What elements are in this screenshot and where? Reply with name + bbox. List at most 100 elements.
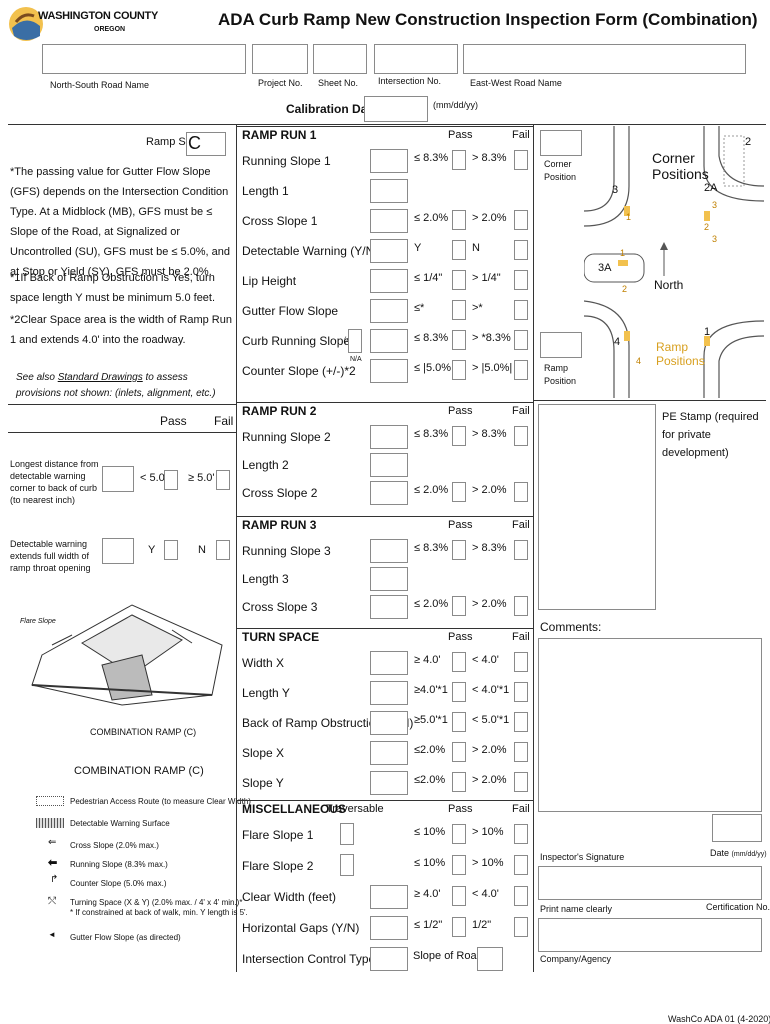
- pass-checkbox[interactable]: [452, 772, 466, 792]
- fail-checkbox[interactable]: [514, 270, 528, 290]
- pass-checkbox[interactable]: [452, 240, 466, 260]
- fail-checkbox[interactable]: [514, 150, 528, 170]
- arrow-bold-left-icon: ⬅: [48, 857, 58, 869]
- print-name-input[interactable]: [538, 918, 762, 952]
- measurement-input[interactable]: [370, 916, 408, 940]
- row-label: Cross Slope 3: [242, 600, 318, 614]
- pass-checkbox[interactable]: [452, 652, 466, 672]
- measurement-input[interactable]: [370, 269, 408, 293]
- pass-criteria: ≤ 2.0%: [414, 484, 449, 496]
- ns-road-input[interactable]: [42, 44, 246, 74]
- measurement-input[interactable]: [370, 329, 408, 353]
- date-input[interactable]: [712, 814, 762, 842]
- fail-checkbox[interactable]: [514, 886, 528, 906]
- measurement-input[interactable]: [370, 149, 408, 173]
- measurement-input[interactable]: [370, 539, 408, 563]
- pass-checkbox[interactable]: [452, 270, 466, 290]
- measurement-input[interactable]: [370, 771, 408, 795]
- pass-checkbox[interactable]: [452, 150, 466, 170]
- measurement-input[interactable]: [340, 823, 354, 845]
- pe-stamp-area[interactable]: [538, 404, 656, 610]
- legend-item: Running Slope (8.3% max.): [70, 860, 168, 869]
- row-label: Running Slope 2: [242, 430, 331, 444]
- dw-full-width-pass-checkbox[interactable]: [164, 540, 178, 560]
- pass-checkbox[interactable]: [452, 712, 466, 732]
- pass-checkbox[interactable]: [452, 596, 466, 616]
- measurement-input[interactable]: [370, 481, 408, 505]
- measurement-input[interactable]: [370, 453, 408, 477]
- gfs-note: *The passing value for Gutter Flow Slope…: [10, 166, 231, 278]
- pass-checkbox[interactable]: [452, 682, 466, 702]
- standard-drawings-link[interactable]: Standard Drawings: [57, 372, 143, 383]
- ramp-position-input[interactable]: [540, 332, 582, 358]
- ramp-positions-title: Ramp Positions: [656, 340, 705, 368]
- pass-checkbox[interactable]: [452, 540, 466, 560]
- fail-criteria: > 2.0%: [472, 212, 507, 224]
- fail-checkbox[interactable]: [514, 426, 528, 446]
- measurement-input[interactable]: [370, 209, 408, 233]
- measurement-input[interactable]: [370, 681, 408, 705]
- pass-checkbox[interactable]: [452, 824, 466, 844]
- dw-full-width-fail-checkbox[interactable]: [216, 540, 230, 560]
- measurement-input[interactable]: [370, 711, 408, 735]
- measurement-input[interactable]: [370, 359, 408, 383]
- ramp-style-input[interactable]: [186, 132, 226, 156]
- pass-checkbox[interactable]: [452, 360, 466, 380]
- fail-checkbox[interactable]: [514, 652, 528, 672]
- measurement-input[interactable]: [370, 741, 408, 765]
- fail-checkbox[interactable]: [514, 360, 528, 380]
- fail-checkbox[interactable]: [514, 330, 528, 350]
- pass-checkbox[interactable]: [452, 917, 466, 937]
- measurement-input[interactable]: [370, 425, 408, 449]
- measurement-input[interactable]: [370, 885, 408, 909]
- fail-checkbox[interactable]: [514, 917, 528, 937]
- fail-checkbox[interactable]: [514, 772, 528, 792]
- pass-checkbox[interactable]: [452, 886, 466, 906]
- measurement-input[interactable]: [370, 299, 408, 323]
- fail-checkbox[interactable]: [514, 824, 528, 844]
- pass-checkbox[interactable]: [452, 482, 466, 502]
- pass-checkbox[interactable]: [452, 330, 466, 350]
- fail-checkbox[interactable]: [514, 596, 528, 616]
- county-logo: WASHINGTON COUNTY OREGON: [8, 4, 158, 44]
- arrow-curve-icon: ↱: [50, 874, 59, 885]
- fail-checkbox[interactable]: [514, 300, 528, 320]
- longest-distance-fail-checkbox[interactable]: [216, 470, 230, 490]
- measurement-input[interactable]: [370, 179, 408, 203]
- fail-checkbox[interactable]: [514, 712, 528, 732]
- inspector-signature-input[interactable]: [538, 866, 762, 900]
- pass-checkbox[interactable]: [452, 855, 466, 875]
- dw-full-width-input[interactable]: [102, 538, 134, 564]
- fail-checkbox[interactable]: [514, 210, 528, 230]
- fail-checkbox[interactable]: [514, 742, 528, 762]
- fail-checkbox[interactable]: [514, 240, 528, 260]
- fail-checkbox[interactable]: [514, 855, 528, 875]
- intersection-no-input[interactable]: [374, 44, 458, 74]
- ew-road-input[interactable]: [463, 44, 746, 74]
- avg-input[interactable]: [348, 329, 362, 353]
- fail-checkbox[interactable]: [514, 482, 528, 502]
- sheet-no-input[interactable]: [313, 44, 367, 74]
- calibration-date-input[interactable]: [364, 96, 428, 122]
- pass-checkbox[interactable]: [452, 426, 466, 446]
- longest-distance-pass-checkbox[interactable]: [164, 470, 178, 490]
- pass-checkbox[interactable]: [452, 742, 466, 762]
- pass-header: Pass: [448, 405, 473, 417]
- pass-checkbox[interactable]: [452, 210, 466, 230]
- measurement-input[interactable]: [340, 854, 354, 876]
- measurement-input[interactable]: [370, 651, 408, 675]
- measurement-input[interactable]: [370, 567, 408, 591]
- section-divider: [236, 126, 533, 127]
- measurement-input[interactable]: [370, 595, 408, 619]
- pass-checkbox[interactable]: [452, 300, 466, 320]
- measurement-input[interactable]: [370, 239, 408, 263]
- measurement-input[interactable]: [370, 947, 408, 971]
- slope-of-road-input[interactable]: [477, 947, 503, 971]
- position-label: 1: [704, 326, 711, 338]
- longest-distance-input[interactable]: [102, 466, 134, 492]
- fail-checkbox[interactable]: [514, 682, 528, 702]
- project-no-input[interactable]: [252, 44, 308, 74]
- fail-checkbox[interactable]: [514, 540, 528, 560]
- corner-position-input[interactable]: [540, 130, 582, 156]
- comments-area[interactable]: [538, 638, 762, 812]
